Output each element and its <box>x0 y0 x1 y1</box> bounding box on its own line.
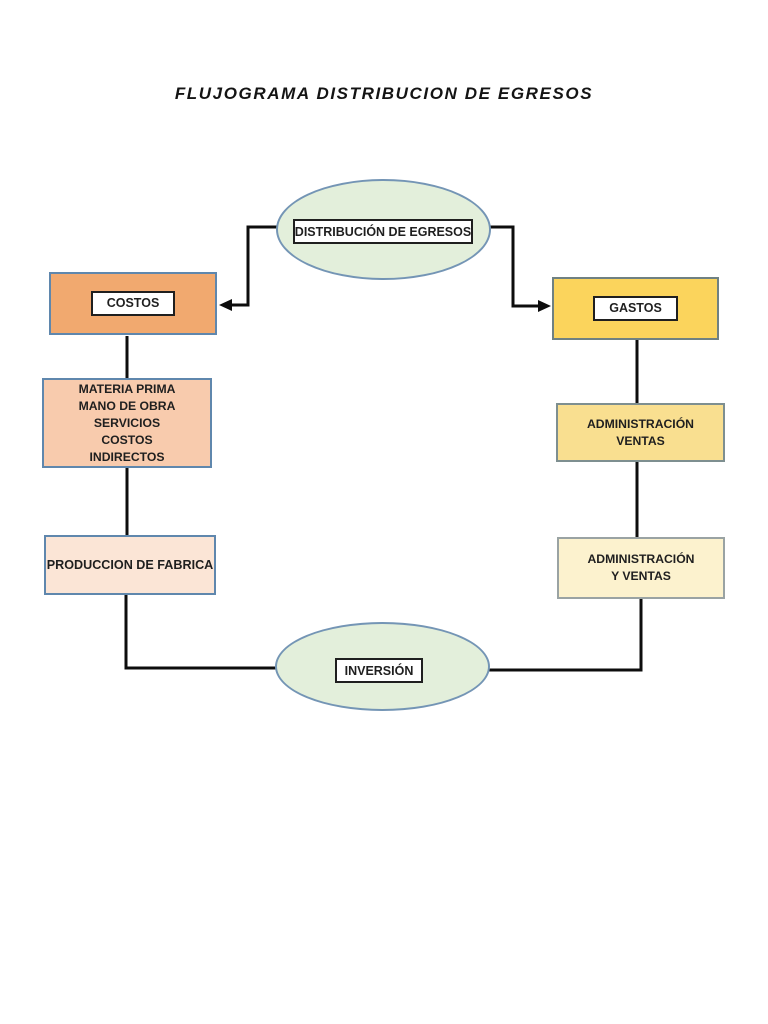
node-produccion-de-fabrica: PRODUCCION DE FABRICA <box>44 535 216 595</box>
connector-distribucion-to-gastos <box>490 225 540 308</box>
adminventas-line-2: VENTAS <box>616 433 665 448</box>
materia-line-4: COSTOS <box>101 432 153 447</box>
node-costos: COSTOS <box>49 272 217 335</box>
adminyventas-line-2: Y VENTAS <box>611 569 671 583</box>
connector-produccion-to-inversion <box>124 594 278 670</box>
arrowhead-right-icon <box>538 300 551 312</box>
materia-line-5: INDIRECTOS <box>89 449 165 464</box>
node-administracion-y-ventas: ADMINISTRACIÓN Y VENTAS <box>557 537 725 599</box>
arrowhead-left-icon <box>219 299 232 311</box>
node-materia-prima: MATERIA PRIMA MANO DE OBRA SERVICIOS COS… <box>42 378 212 468</box>
connector-adminyventas-to-inversion <box>489 598 643 672</box>
label-costos: COSTOS <box>90 291 176 316</box>
label-gastos: GASTOS <box>593 296 678 321</box>
node-gastos: GASTOS <box>552 277 719 340</box>
adminyventas-line-1: ADMINISTRACIÓN <box>587 552 695 566</box>
label-distribucion-de-egresos: DISTRIBUCIÓN DE EGRESOS <box>293 219 473 244</box>
adminventas-line-1: ADMINISTRACIÓN <box>587 416 694 431</box>
connector-distribucion-to-costos <box>230 225 283 307</box>
label-produccion-de-fabrica: PRODUCCION DE FABRICA <box>46 557 214 572</box>
materia-line-2: MANO DE OBRA <box>78 398 176 413</box>
node-administracion-ventas: ADMINISTRACIÓN VENTAS <box>556 403 725 462</box>
materia-line-3: SERVICIOS <box>93 415 161 430</box>
materia-line-1: MATERIA PRIMA <box>78 381 176 396</box>
label-inversion: INVERSIÓN <box>335 658 423 683</box>
page-title: FLUJOGRAMA DISTRIBUCION DE EGRESOS <box>174 84 594 103</box>
